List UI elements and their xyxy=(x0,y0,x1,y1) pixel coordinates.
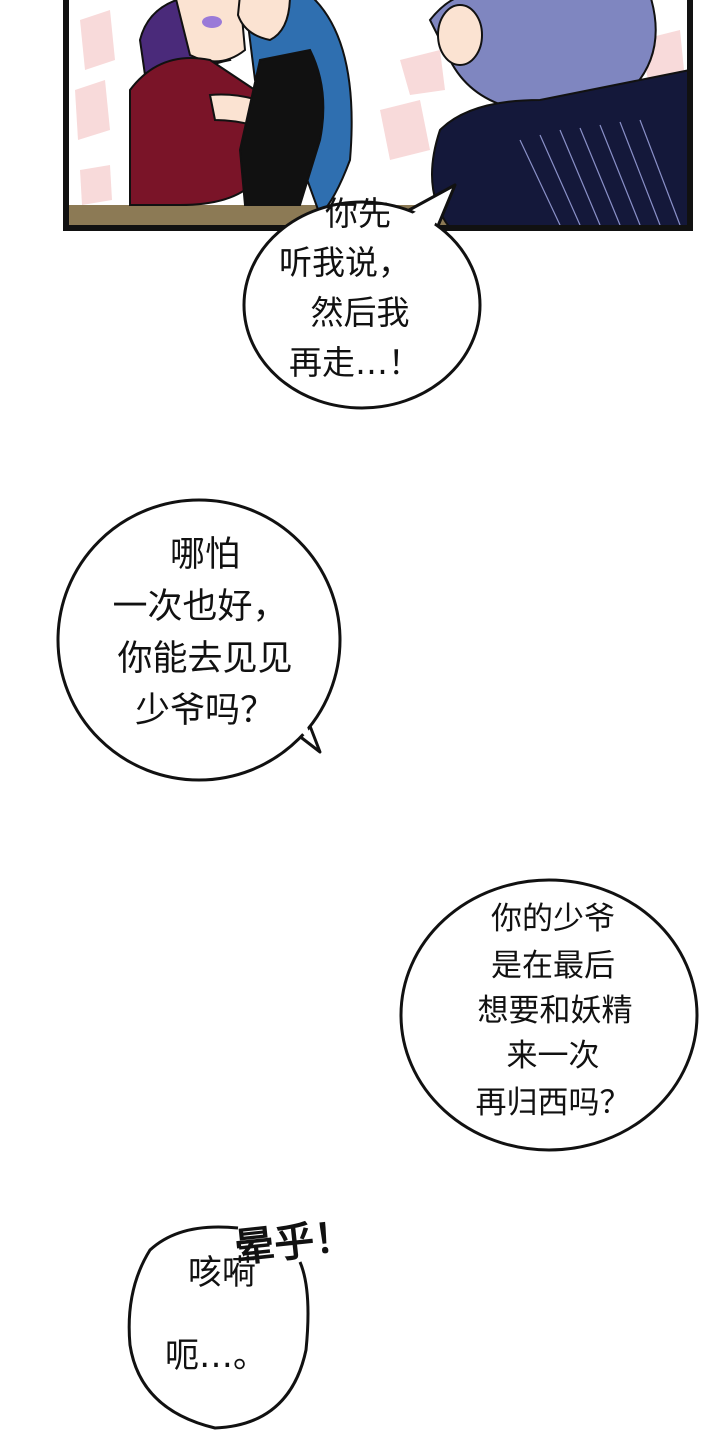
bubble-3-line: 来一次 xyxy=(507,1038,600,1074)
grey-haired-character xyxy=(428,0,691,229)
bubble-4-line: 咳嗬 xyxy=(188,1253,256,1293)
bubble-3-line: 你的少爷 xyxy=(491,901,615,937)
speed-lines xyxy=(519,119,681,226)
blue-haired-character xyxy=(236,0,353,217)
sound-effect-dizzy: 晕乎！ xyxy=(232,1214,356,1272)
bubble-2-line: 少爷吗？ xyxy=(135,691,275,731)
bubble-3-line: 想要和妖精 xyxy=(478,993,633,1029)
bubble-2-line: 哪怕 xyxy=(170,535,240,575)
speech-bubble-2: 哪怕 一次也好， 你能去见见 少爷吗？ xyxy=(56,498,342,782)
bubble-3-line: 再归西吗？ xyxy=(476,1085,631,1121)
bubble-2-line: 一次也好， xyxy=(112,587,287,627)
speech-bubble-3: 你的少爷 是在最后 想要和妖精 来一次 再归西吗？ xyxy=(399,878,699,1152)
bubble-1-line: 再走…！ xyxy=(289,343,421,382)
comic-panel xyxy=(63,0,693,231)
bubble-3-line: 是在最后 xyxy=(491,948,615,984)
speech-bubble-1: 你先 听我说， 然后我 再走…！ xyxy=(242,183,482,410)
speech-bubble-4: 咳嗬 呃…。 xyxy=(127,1225,310,1430)
bubble-1-line: 听我说， xyxy=(279,243,411,282)
bubble-2-line: 你能去见见 xyxy=(117,639,292,679)
bubble-1-line: 你先 xyxy=(325,194,391,233)
bubble-4-line: 呃…。 xyxy=(165,1336,267,1376)
bubble-1-line: 然后我 xyxy=(311,293,410,332)
